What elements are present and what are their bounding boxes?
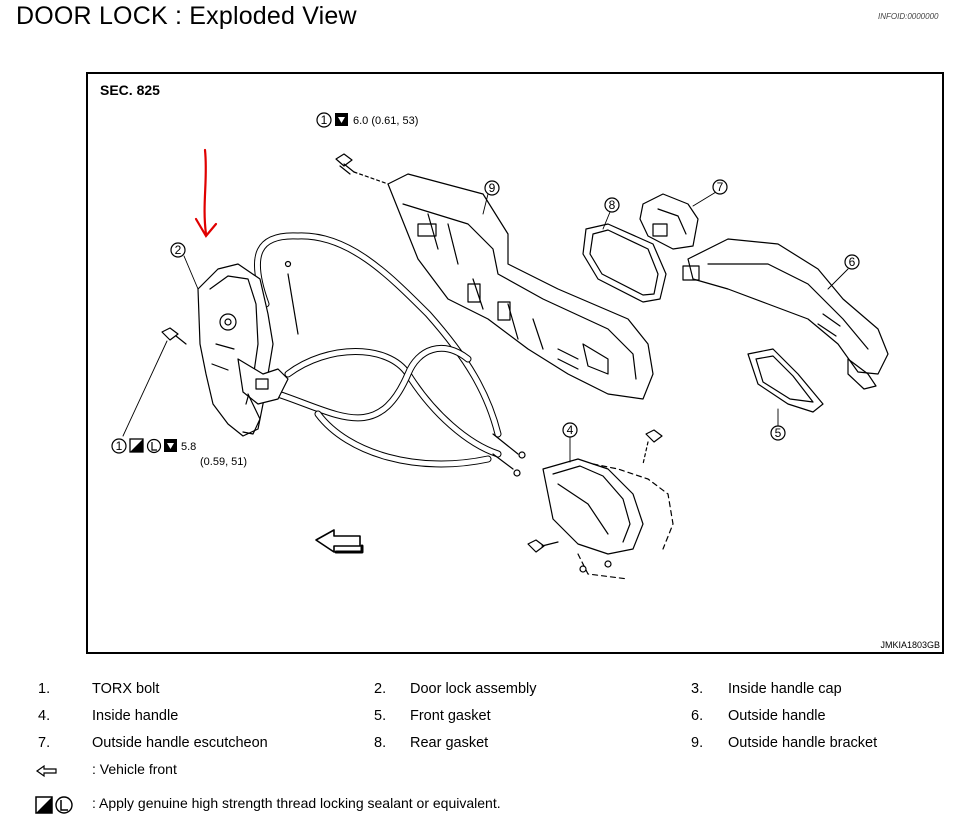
sealant-note: : Apply genuine high strength thread loc… [92,795,501,811]
sealant-legend-icon [35,796,73,814]
svg-text:2: 2 [175,243,182,257]
callout-1-upper: 1 [316,112,332,128]
torque-upper: 6.0 (0.61, 53) [353,115,418,127]
svg-text:4: 4 [567,423,574,437]
door-lock-assembly [197,263,289,437]
legend-num: 3. [691,681,704,697]
image-code: JMKIA1803GB [880,640,940,650]
legend-label: Inside handle cap [728,681,842,697]
red-annotation-arrow [194,148,218,238]
legend-num: 7. [38,735,51,751]
vehicle-front-arrow [315,529,364,554]
legend-num: 2. [374,681,387,697]
svg-text:6: 6 [849,255,856,269]
legend-num: 9. [691,735,704,751]
torx-bolt-upper [335,153,389,185]
vehicle-front-note: : Vehicle front [92,761,177,777]
locking-l-icon [146,438,162,454]
legend-label: Outside handle escutcheon [92,735,268,751]
inside-handle [527,429,674,580]
callout-5: 5 [770,425,786,441]
torque-wrench-icon-lower [164,439,177,452]
section-label: SEC. 825 [100,82,160,98]
outside-handle [682,238,889,390]
front-gasket [747,348,824,413]
rear-gasket [582,223,667,303]
callout-9: 9 [484,180,500,196]
callout-4: 4 [562,422,578,438]
exploded-view-diagram: 1 2 1 9 8 7 6 [111,112,889,580]
svg-text:8: 8 [609,198,616,212]
sealant-icon [129,438,144,453]
page-title: DOOR LOCK : Exploded View [16,2,357,30]
torque-wrench-icon-upper [335,113,348,126]
svg-text:5: 5 [775,426,782,440]
outside-handle-bracket [387,173,654,400]
torque-lower-value: 5.8 [181,441,196,453]
legend-num: 4. [38,708,51,724]
svg-text:7: 7 [717,180,724,194]
legend-num: 6. [691,708,704,724]
legend-num: 5. [374,708,387,724]
info-id: INFOID:0000000 [878,12,939,21]
callout-6: 6 [844,254,860,270]
callout-2: 2 [170,242,186,258]
leader-lines [122,191,849,463]
svg-text:9: 9 [489,181,496,195]
control-cables [254,232,526,477]
torx-bolt-lower [161,327,187,345]
outside-handle-escutcheon [639,193,699,250]
callout-8: 8 [604,197,620,213]
callout-7: 7 [712,179,728,195]
legend-label: Outside handle bracket [728,735,878,751]
torque-lower-units: (0.59, 51) [200,456,247,468]
svg-text:1: 1 [321,113,328,127]
legend-label: Door lock assembly [410,681,537,697]
legend-label: Inside handle [92,708,179,724]
legend-num: 1. [38,681,51,697]
legend-label: Rear gasket [410,735,489,751]
legend-label: TORX bolt [92,681,160,697]
diagram-frame: 1 2 1 9 8 7 6 [86,72,944,654]
callout-1-lower: 1 [111,438,127,454]
svg-text:1: 1 [116,439,123,453]
vehicle-front-icon [35,764,57,778]
legend-num: 8. [374,735,387,751]
legend-label: Outside handle [728,708,826,724]
legend-label: Front gasket [410,708,491,724]
